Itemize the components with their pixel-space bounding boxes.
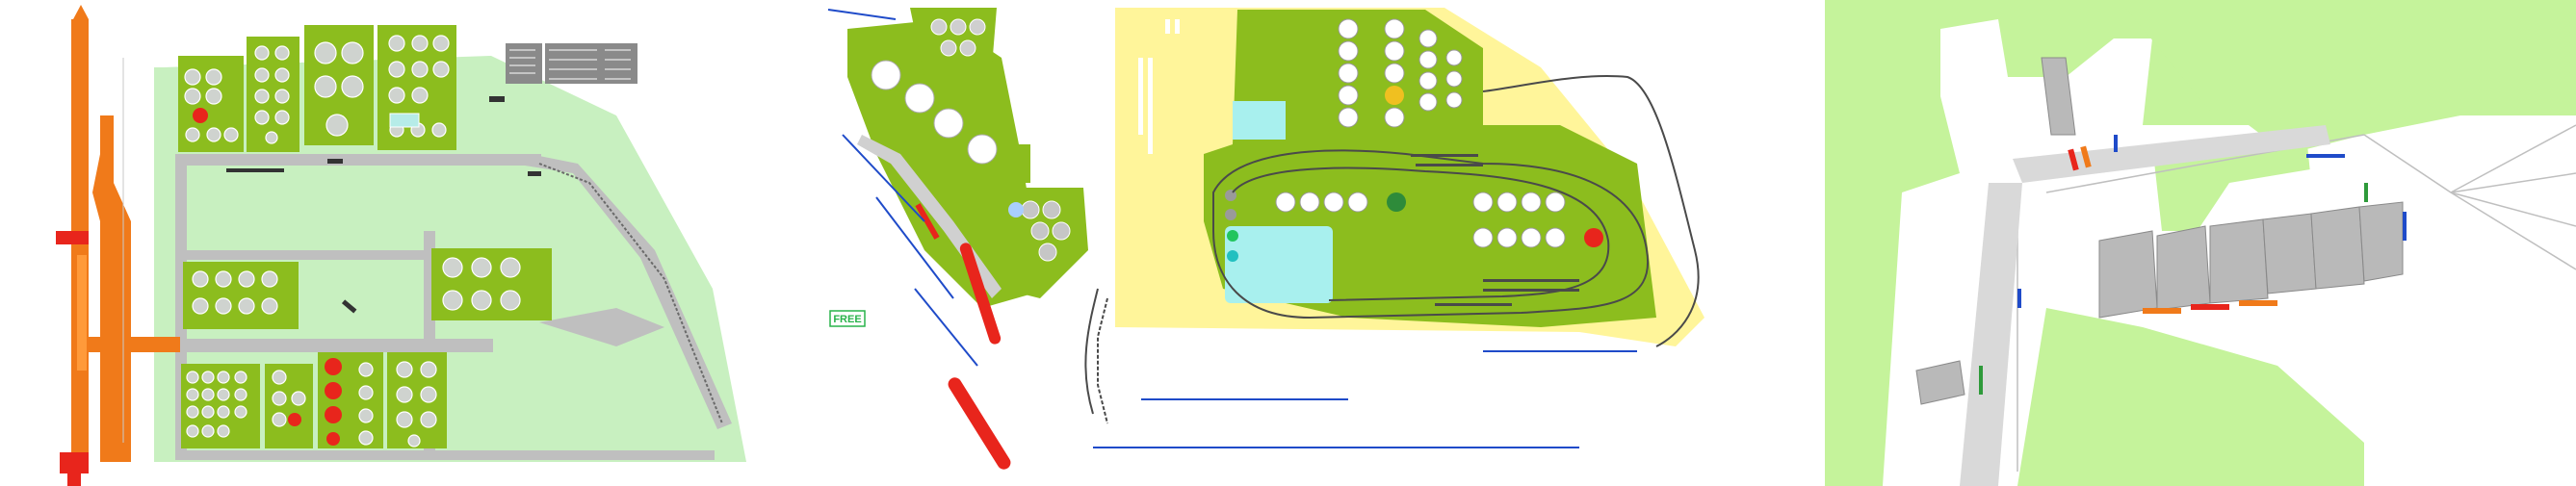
- grey-tanks: [1021, 200, 1071, 262]
- rail-port-map: FREE: [809, 0, 1733, 486]
- tank-green: [1387, 192, 1406, 212]
- rail-port-svg: FREE: [827, 8, 1704, 470]
- tank-columns: [1275, 18, 1566, 248]
- berth-lines: [827, 9, 1637, 448]
- free-label: FREE: [833, 314, 861, 325]
- railway: [538, 163, 723, 424]
- tank-red: [193, 108, 208, 123]
- free-badge: [829, 310, 866, 327]
- tank-yellow: [1385, 86, 1404, 105]
- pier-map: [1825, 0, 2576, 486]
- info-box-right: [545, 43, 637, 84]
- tank-group: [192, 257, 521, 315]
- road-network: [175, 154, 732, 460]
- water-pool: [1233, 101, 1286, 140]
- railcars: [226, 96, 541, 314]
- pier-road: [1960, 183, 2022, 486]
- tank-group: [186, 361, 437, 448]
- water-pool: [1225, 226, 1333, 303]
- rail-cars: [1411, 154, 1579, 306]
- pump-house: [389, 113, 420, 128]
- info-box-lines: [509, 49, 631, 80]
- peninsula: [847, 19, 1050, 308]
- grey-tanks: [930, 18, 986, 57]
- land-block: [2123, 5, 2258, 111]
- tank-red-group: [288, 358, 342, 446]
- hangar-group: [1915, 57, 2404, 405]
- tank-farm-svg: [56, 5, 746, 486]
- markers: [1979, 135, 2407, 395]
- rail-spur: [1097, 297, 1108, 424]
- pier-road: [2013, 125, 2330, 183]
- pier-svg: [1825, 0, 2576, 486]
- tank-farm-map: [0, 0, 761, 486]
- tank-red: [1584, 228, 1603, 247]
- orange-pipeline: [56, 5, 180, 486]
- storage-bars: [1138, 19, 1180, 154]
- info-box-left: [506, 43, 542, 84]
- farm-block: [387, 352, 447, 448]
- tank-group: [184, 35, 450, 144]
- white-tanks: [871, 60, 998, 165]
- rail-network: [1084, 75, 1700, 415]
- tank-blue: [1008, 202, 1024, 217]
- ships: [915, 203, 1011, 470]
